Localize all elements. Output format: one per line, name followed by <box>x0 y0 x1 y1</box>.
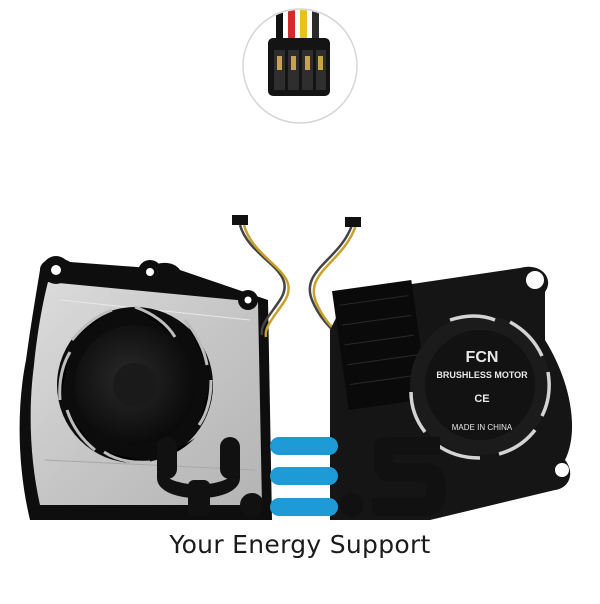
logo-dot-1 <box>240 493 264 517</box>
fan-origin-label: MADE IN CHINA <box>452 423 513 432</box>
yes-logo <box>157 437 446 517</box>
fan-right <box>330 266 573 520</box>
logo-letter-e <box>270 437 338 516</box>
fan-left <box>19 256 273 520</box>
logo-letter-s <box>372 437 446 516</box>
logo-letter-y <box>157 437 240 516</box>
logo-dot-2 <box>340 493 364 517</box>
fan-motor-label: BRUSHLESS MOTOR <box>436 370 528 380</box>
tagline: Your Energy Support <box>169 530 431 559</box>
fan-certs-label: CE <box>474 393 489 405</box>
connector-inset <box>242 8 358 124</box>
fan-brand-label: FCN <box>466 349 499 366</box>
